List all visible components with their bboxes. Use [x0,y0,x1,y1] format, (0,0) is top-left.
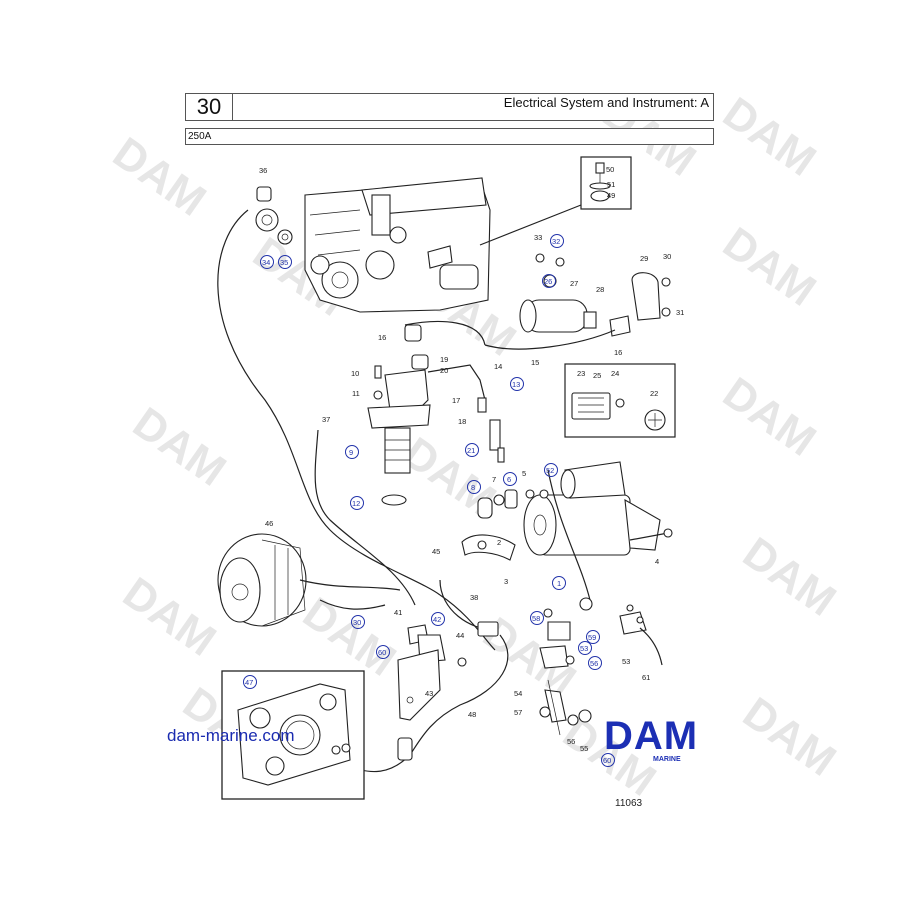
callout-label: 7 [492,475,496,484]
alternator [217,533,307,627]
callout-label: 36 [259,166,267,175]
watermark-text: DAM [714,368,824,466]
watermark-text: DAM [114,568,224,666]
callout-label: 10 [351,369,359,378]
ignition-coil [404,253,671,350]
callout-label: 11 [352,389,360,398]
callout-label: 55 [580,744,588,753]
callout-label: 48 [468,710,476,719]
callout-label: 18 [458,417,466,426]
callout-label: 28 [596,285,604,294]
callout-label: 58 [532,614,540,623]
callout-label: 12 [352,499,360,508]
callout-label: 8 [471,483,475,492]
callout-label: 59 [588,633,596,642]
callout-label: 41 [394,608,402,617]
callout-label: 37 [322,415,330,424]
callout-label: 56 [567,737,575,746]
callout-label: 23 [577,369,585,378]
callout-label: 2 [497,538,501,547]
callout-label: 16 [378,333,386,342]
switch-parts [539,604,663,736]
logo-text: DAM [604,714,699,758]
callout-label: 43 [425,689,433,698]
callout-label: 31 [676,308,684,317]
bracket [397,649,441,721]
callout-label: 4 [655,557,659,566]
callout-label: 46 [265,519,273,528]
watermark-text: DAM [734,688,844,786]
page-title: Electrical System and Instrument: A [503,95,709,110]
callout-label: 54 [514,689,522,698]
callout-label: 53 [580,644,588,653]
callout-label: 26 [544,277,552,286]
inset-box-connector [564,363,676,438]
callout-label: 33 [534,233,542,242]
watermark-text: DAM [714,218,824,316]
callout-label: 16 [614,348,622,357]
callout-label: 53 [622,657,630,666]
watermark-text: DAM [734,528,844,626]
callout-label: 57 [514,708,522,717]
diagram-number: 11063 [615,798,643,809]
brand-logo: DAM MARINE [604,716,738,768]
callout-label: 25 [593,371,601,380]
callout-label: 22 [650,389,658,398]
watermark-text: DAM [714,88,824,186]
callout-label: 44 [456,631,464,640]
callout-label: 9 [349,448,353,457]
callout-label: 20 [440,366,448,375]
callout-label: 50 [606,165,614,174]
website-link[interactable]: dam-marine.com [167,726,295,745]
distributor [367,324,505,506]
callout-labels: 36 33 50 51 49 29 30 27 28 31 16 19 20 1… [259,165,684,753]
pulley-parts [255,186,293,245]
callout-label: 34 [262,258,270,267]
callout-label: 35 [280,258,288,267]
watermark-text: DAM [124,398,234,496]
callout-label: 21 [467,446,475,455]
callout-label: 29 [640,254,648,263]
logo-subtext: MARINE [653,756,681,763]
model-bar: 250A [185,128,714,145]
callout-label: 38 [470,593,478,602]
callout-label: 60 [603,756,611,765]
callout-label: 24 [611,369,619,378]
callout-label: 51 [607,180,615,189]
callout-label: 56 [590,659,598,668]
inset-box-bolt [479,156,632,246]
callout-label: 17 [452,396,460,405]
callout-label: 61 [642,673,650,682]
callout-label: 14 [494,362,502,371]
callout-label: 49 [607,191,615,200]
header-bar: 30 Electrical System and Instrument: A [185,93,714,121]
callout-label: 3 [504,577,508,586]
callout-label: 30 [353,618,361,627]
callout-label: 42 [433,615,441,624]
callout-label: 60 [378,648,386,657]
model-label: 250A [188,131,212,142]
callout-label: 30 [663,252,671,261]
callout-label: 1 [557,579,561,588]
callout-label: 6 [507,475,511,484]
callout-label: 52 [546,466,554,475]
circled-callouts: 34 35 32 26 13 21 12 8 6 52 1 30 42 60 5… [243,234,615,767]
callout-label: 5 [522,469,526,478]
callout-label: 19 [440,355,448,364]
callout-label: 15 [531,358,539,367]
section-number: 30 [186,94,233,120]
callout-label: 47 [245,678,253,687]
callout-label: 13 [512,380,520,389]
callout-label: 45 [432,547,440,556]
callout-label: 32 [552,237,560,246]
instrument-panel [221,670,365,800]
engine-block [304,177,491,313]
callout-label: 27 [570,279,578,288]
starter-motor [461,461,673,561]
